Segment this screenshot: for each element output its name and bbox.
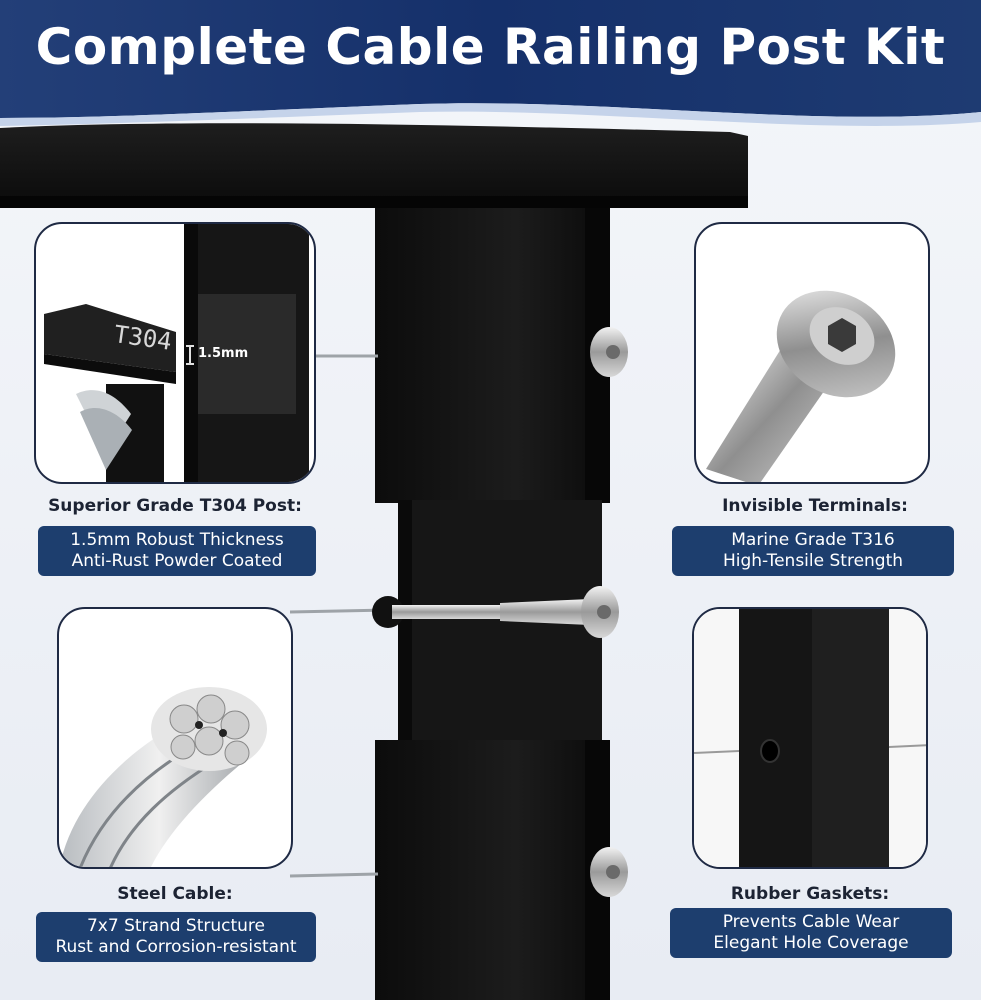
- feature-caption-cable: Steel Cable:: [117, 884, 233, 904]
- header-banner: Complete Cable Railing Post Kit: [0, 0, 981, 150]
- rubber-gasket-image: [694, 609, 926, 867]
- feature-caption-terminal: Invisible Terminals:: [722, 496, 908, 516]
- cable-bottom: [289, 872, 379, 878]
- feature-desc-line: High-Tensile Strength: [722, 551, 904, 571]
- steel-cable-image: [59, 687, 267, 867]
- feature-desc-post: 1.5mm Robust Thickness Anti-Rust Powder …: [38, 526, 316, 576]
- terminal-detail-panel: [694, 222, 930, 484]
- post-lower-segment: [375, 740, 610, 1000]
- feature-desc-line: Marine Grade T316: [731, 530, 895, 550]
- terminal-bottom: [590, 847, 628, 897]
- cable-detail-panel: [57, 607, 293, 869]
- feature-desc-cable: 7x7 Strand Structure Rust and Corrosion-…: [36, 912, 316, 962]
- terminal-top: [590, 327, 628, 377]
- post-cross-section-image: [44, 224, 309, 482]
- thickness-label: 1.5mm: [198, 346, 249, 361]
- feature-desc-line: 7x7 Strand Structure: [86, 916, 265, 936]
- feature-desc-gasket: Prevents Cable Wear Elegant Hole Coverag…: [670, 908, 952, 958]
- terminal-image: [706, 290, 896, 482]
- gasket-detail-panel: [692, 607, 928, 869]
- feature-desc-terminal: Marine Grade T316 High-Tensile Strength: [672, 526, 954, 576]
- feature-desc-line: Anti-Rust Powder Coated: [71, 551, 283, 571]
- post-detail-panel: T304 1.5mm: [34, 222, 316, 484]
- feature-desc-line: Elegant Hole Coverage: [713, 933, 909, 953]
- feature-desc-line: 1.5mm Robust Thickness: [70, 530, 284, 550]
- feature-desc-line: Prevents Cable Wear: [722, 912, 900, 932]
- feature-desc-line: Rust and Corrosion-resistant: [55, 937, 297, 957]
- feature-caption-gasket: Rubber Gaskets:: [730, 884, 890, 904]
- top-rail-cap: [0, 123, 748, 206]
- terminal-middle: [372, 586, 619, 638]
- banner-wave-shape: [0, 0, 981, 126]
- post-upper-segment: [375, 208, 610, 503]
- feature-caption-post: Superior Grade T304 Post:: [48, 496, 302, 516]
- page-title: Complete Cable Railing Post Kit: [35, 18, 946, 76]
